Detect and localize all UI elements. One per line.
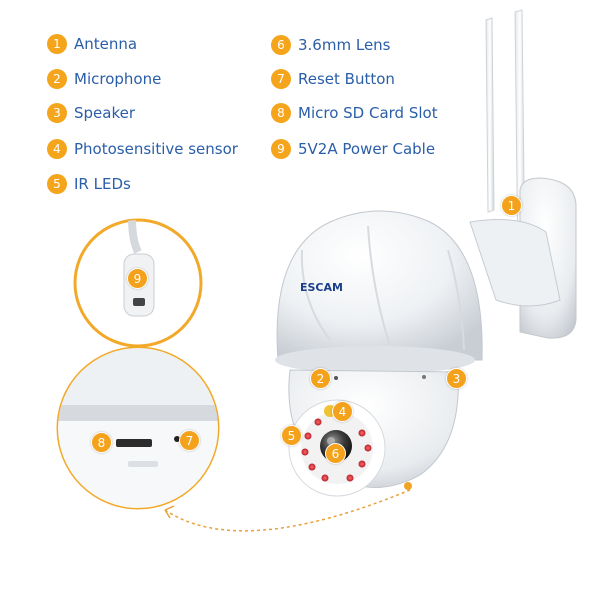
legend-label: Microphone: [74, 70, 162, 88]
legend-item-power-cable: 9 5V2A Power Cable: [271, 137, 435, 161]
legend-item-sd-slot: 8 Micro SD Card Slot: [271, 101, 438, 125]
number-badge: 7: [271, 69, 291, 89]
brand-logo: ESCAM: [300, 281, 343, 294]
legend-label: Micro SD Card Slot: [298, 104, 438, 122]
callout-sd-slot: 8: [91, 432, 112, 453]
camera-lower-body: [275, 346, 475, 497]
pointer-arrow: [164, 489, 411, 532]
camera-dome: ESCAM: [276, 210, 483, 361]
legend-label: Photosensitive sensor: [74, 140, 238, 158]
legend-label: Speaker: [74, 104, 136, 122]
legend-label: Antenna: [74, 35, 138, 53]
legend-item-antenna: 1 Antenna: [47, 32, 137, 56]
number-badge: 6: [271, 35, 291, 55]
number-badge: 1: [47, 34, 67, 54]
callout-photosensitive-sensor: 4: [332, 401, 353, 422]
callout-ir-leds: 5: [281, 425, 302, 446]
callout-microphone: 2: [310, 368, 331, 389]
number-badge: 5: [47, 174, 67, 194]
callout-lens: 6: [325, 443, 346, 464]
legend-label: Reset Button: [298, 70, 395, 88]
wall-bracket: [469, 177, 577, 339]
legend-item-reset-button: 7 Reset Button: [271, 67, 395, 91]
number-badge: 9: [271, 139, 291, 159]
number-badge: 3: [47, 103, 67, 123]
zoom-sd-slot: [56, 346, 220, 510]
callout-reset-button: 7: [179, 430, 200, 451]
legend-item-ir-leds: 5 IR LEDs: [47, 172, 131, 196]
legend-label: IR LEDs: [74, 175, 131, 193]
legend-item-lens: 6 3.6mm Lens: [271, 33, 391, 57]
legend-item-photosensitive-sensor: 4 Photosensitive sensor: [47, 137, 238, 161]
callout-antenna: 1: [501, 195, 522, 216]
number-badge: 8: [271, 103, 291, 123]
number-badge: 2: [47, 69, 67, 89]
legend-item-speaker: 3 Speaker: [47, 101, 135, 125]
callout-power-cable: 9: [127, 268, 148, 289]
number-badge: 4: [47, 139, 67, 159]
callout-speaker: 3: [446, 368, 467, 389]
legend-label: 3.6mm Lens: [298, 36, 391, 54]
legend-label: 5V2A Power Cable: [298, 140, 436, 158]
legend-item-microphone: 2 Microphone: [47, 67, 161, 91]
